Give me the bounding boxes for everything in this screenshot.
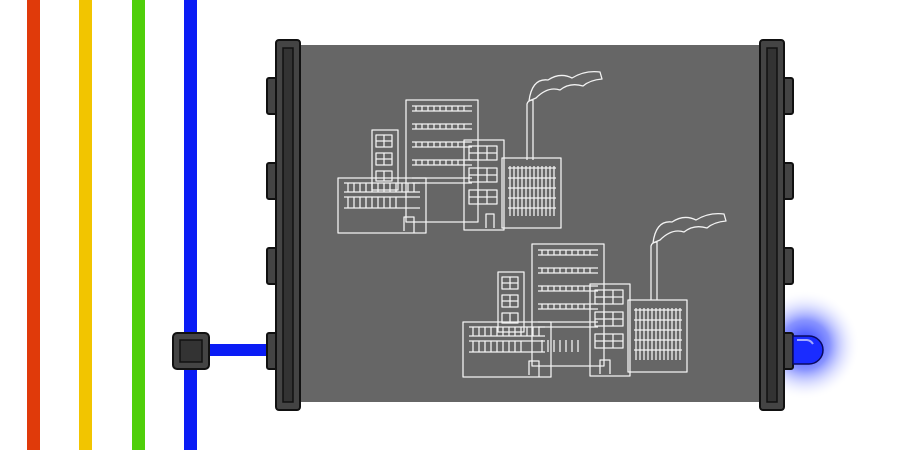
bus-lines [27,0,197,450]
panel-face [290,45,770,402]
city-cluster-lower [462,212,727,378]
bus-connector [172,332,270,370]
bus-line-yellow [79,0,92,450]
connector-box-icon [172,332,210,370]
left-frame [266,39,301,411]
right-frame [759,39,794,411]
bus-line-blue [184,0,197,450]
indicator-led [792,335,824,365]
bus-line-red [27,0,40,450]
factory-city-icon [337,70,727,378]
display-panel [266,39,794,411]
bus-line-green [132,0,145,450]
city-cluster-upper [337,70,603,234]
connector-wire [205,344,270,356]
